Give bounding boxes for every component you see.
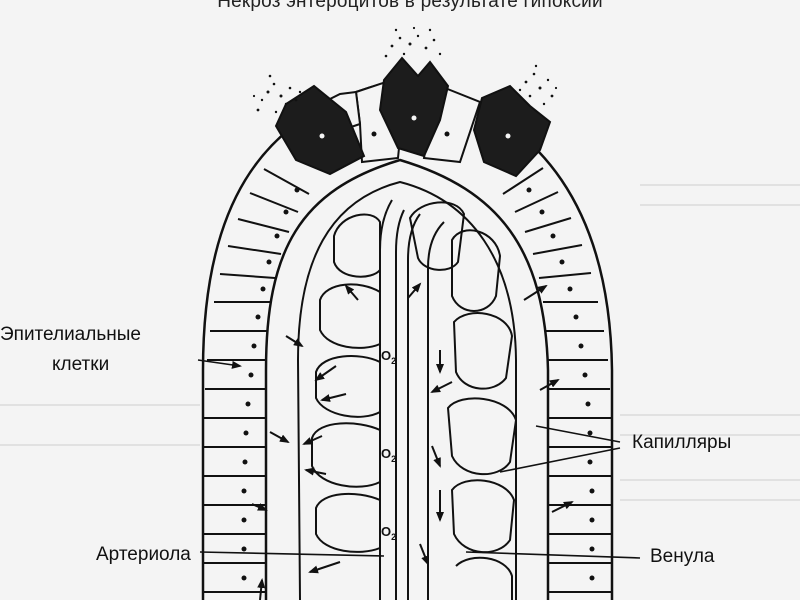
label-leader-lines	[197, 359, 641, 559]
label-venule: Венула	[650, 546, 715, 567]
cell-debris	[252, 26, 558, 114]
necrotic-cell-right	[472, 84, 552, 178]
necrotic-enterocytes	[274, 56, 552, 178]
venule-vessel	[407, 213, 445, 600]
o2-label-1: O2	[381, 348, 396, 366]
o2-label-2: O2	[381, 446, 396, 464]
capillary-network	[311, 201, 518, 600]
figure-title: Некроз энтероцитов в результате гипоксии	[217, 0, 603, 12]
necrotic-cell-left	[274, 84, 366, 176]
bleed-through-texture	[0, 184, 800, 501]
tip-nuclei	[371, 131, 450, 137]
o2-label-3: O2	[381, 524, 396, 542]
capillaries-leader-1	[535, 425, 621, 443]
oxygen-diffusion-arrows	[251, 282, 574, 600]
lamina-propria-outline	[296, 180, 517, 600]
cell-nuclei	[241, 187, 595, 581]
necrotic-cell-center	[378, 56, 450, 158]
label-arteriole: Артериола	[96, 544, 191, 565]
label-epithelial-cells-line1: Эпителиальные	[0, 324, 141, 345]
right-epithelial-cells	[502, 167, 612, 593]
left-epithelial-cells	[203, 168, 310, 593]
arteriole-leader	[199, 551, 385, 557]
label-epithelial-cells-line2: клетки	[52, 354, 110, 375]
epithelial-leader	[197, 359, 242, 369]
venule-leader	[465, 551, 641, 559]
necrotic-nuclei	[319, 115, 511, 139]
label-capillaries: Капилляры	[632, 432, 732, 453]
oxygen-labels: O2 O2 O2	[381, 348, 396, 542]
basement-membrane	[264, 158, 550, 600]
capillaries-leader-2	[499, 447, 621, 473]
